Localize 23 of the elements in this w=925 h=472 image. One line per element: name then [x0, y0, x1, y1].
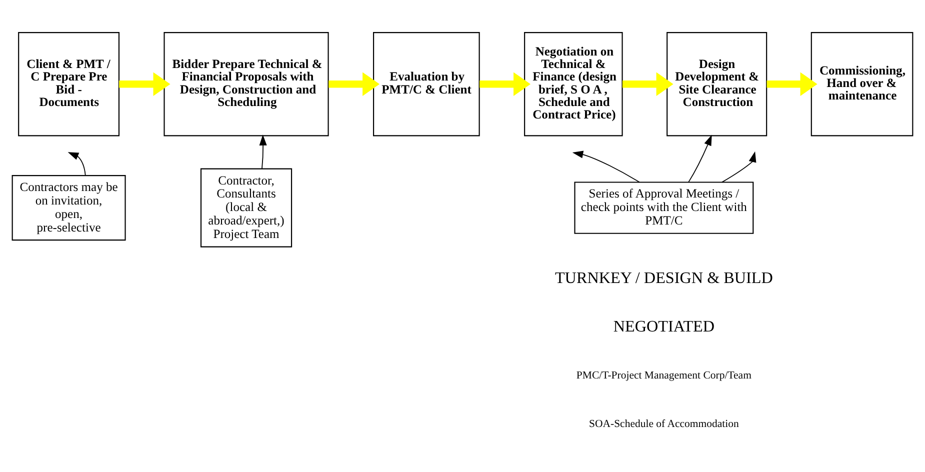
arrow [688, 134, 712, 182]
arrow [119, 72, 170, 96]
arrow [622, 72, 674, 96]
label: PMC/T-Project Management Corp/Team [576, 369, 752, 382]
node-box: Evaluation by PMT/C & Client [373, 32, 480, 136]
arrow [722, 150, 756, 182]
label: TURNKEY / DESIGN & BUILD [554, 270, 773, 287]
node-box: Design Development & Site Clearance Construction [666, 32, 768, 136]
arrow [480, 72, 531, 96]
node-box: Client & PMT / C Prepare Pre Bid - Documents [18, 32, 120, 136]
node-box: Bidder Prepare Technical & Financial Proposals with Design, Construction and Scheduling [164, 32, 329, 136]
node-box: Contractor, Consultants (local & abroad/expert,) Project Team [200, 168, 292, 247]
node-box: Negotiation on Technical & Finance (design brief, S O A , Schedule and Contract Price) [524, 32, 623, 136]
node-box: Series of Approval Meetings / check points with the Client with PMT/C [574, 181, 754, 234]
node-box: Contractors may be on invitation, open, pre-selective [12, 174, 126, 240]
arrow [766, 72, 818, 96]
label: SOA-Schedule of Accommodation [589, 418, 739, 430]
node-box: Commissioning, Hand over & maintenance [810, 32, 914, 136]
arrow [259, 134, 267, 169]
label: NEGOTIATED [613, 318, 715, 335]
arrow [68, 152, 86, 176]
arrow [572, 150, 640, 182]
arrow [328, 72, 380, 96]
